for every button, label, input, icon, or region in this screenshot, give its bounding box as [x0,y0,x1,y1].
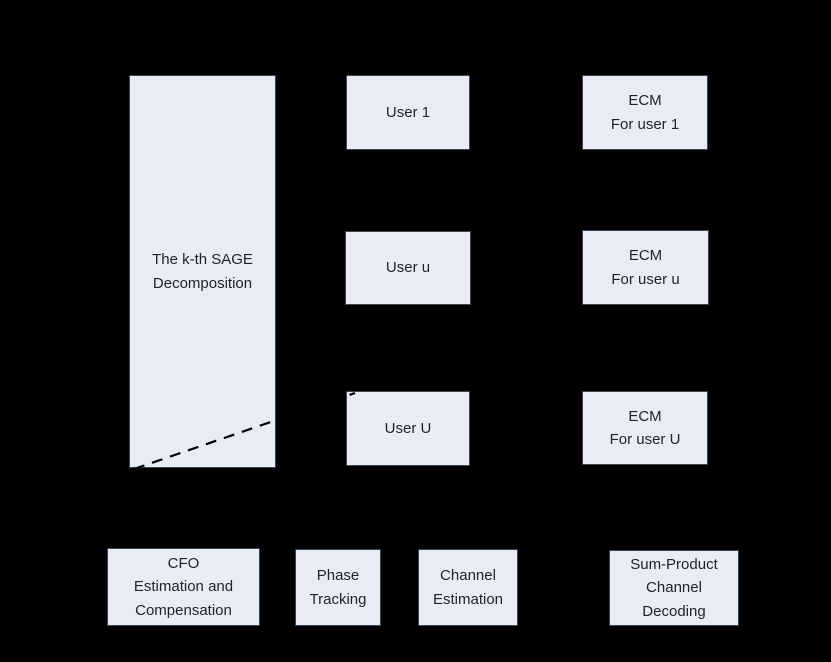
channel-estimation-box: Channel Estimation [418,549,518,626]
user-1-label: User 1 [385,103,431,121]
phase-tracking-box: Phase Tracking [295,549,381,626]
sage-decomposition-box: The k-th SAGE Decomposition [129,75,276,468]
ecm-user-1-label: ECM For user 1 [610,92,680,133]
user-U-label: User U [384,419,432,437]
channel-estimation-label: Channel Estimation [432,567,504,608]
ecm-user-u-box: ECM For user u [582,230,709,305]
user-u-box: User u [345,231,471,305]
ecm-user-1-box: ECM For user 1 [582,75,708,150]
sum-product-channel-decoding-label: Sum-Product Channel Decoding [630,555,718,620]
ecm-user-u-label: ECM For user u [611,247,680,288]
sage-decomposition-label: The k-th SAGE Decomposition [152,251,253,292]
cfo-estimation-compensation-label: CFO Estimation and Compensation [133,554,234,619]
sum-product-channel-decoding-box: Sum-Product Channel Decoding [609,550,739,626]
ecm-user-U-label: ECM For user U [609,407,681,449]
user-1-box: User 1 [346,75,470,150]
cfo-estimation-compensation-box: CFO Estimation and Compensation [107,548,260,626]
ecm-user-U-box: ECM For user U [582,391,708,465]
phase-tracking-label: Phase Tracking [309,567,367,608]
user-u-label: User u [385,259,431,277]
user-U-box: User U [346,391,470,466]
